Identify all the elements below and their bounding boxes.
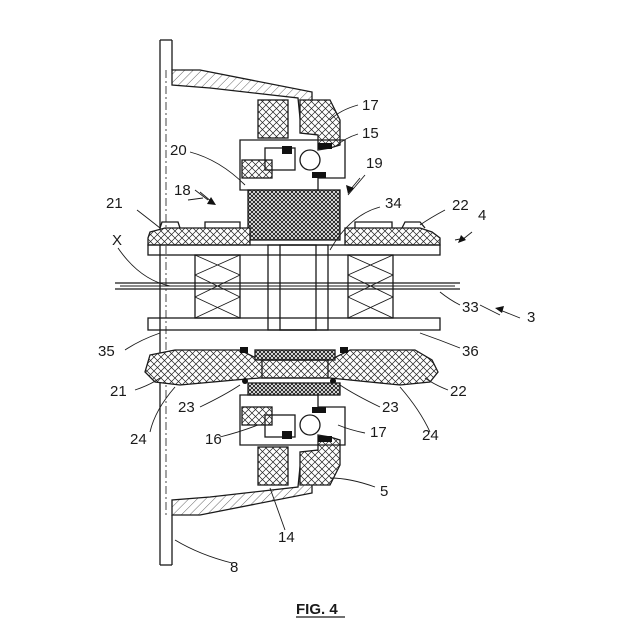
label-23-right: 23 (382, 399, 399, 416)
label-17-bottom: 17 (370, 424, 387, 441)
belt-33 (115, 283, 460, 289)
label-33: 33 (462, 299, 479, 316)
roller-stack-right (348, 255, 393, 318)
retaining-ring-lower (300, 435, 340, 485)
figure-caption: FIG. 4 (296, 601, 338, 618)
label-4: 4 (478, 207, 486, 224)
label-35: 35 (98, 343, 115, 360)
label-8: 8 (230, 559, 238, 576)
roller-stack-left (195, 255, 240, 318)
label-34: 34 (385, 195, 402, 212)
hub-20 (248, 190, 340, 240)
plate-8 (160, 40, 172, 565)
label-16: 16 (205, 431, 222, 448)
label-21-bottom: 21 (110, 383, 127, 400)
label-24-left: 24 (130, 431, 147, 448)
label-22-bottom: 22 (450, 383, 467, 400)
retaining-ring-upper (300, 100, 340, 150)
leader-lines (118, 105, 500, 563)
label-18: 18 (174, 182, 191, 199)
label-22-top: 22 (452, 197, 469, 214)
arrow-4 (458, 232, 472, 243)
label-5: 5 (380, 483, 388, 500)
lower-housing-arm (172, 467, 312, 515)
label-21-top: 21 (106, 195, 123, 212)
label-19: 19 (366, 155, 383, 172)
label-14: 14 (278, 529, 295, 546)
label-20: 20 (170, 142, 187, 159)
label-36: 36 (462, 343, 479, 360)
label-3: 3 (527, 309, 535, 326)
label-23-left: 23 (178, 399, 195, 416)
label-15: 15 (362, 125, 379, 142)
shaft-column (268, 245, 328, 330)
arrow-19 (346, 178, 360, 194)
label-17-top: 17 (362, 97, 379, 114)
label-axis-x: X (112, 232, 122, 249)
label-24-right: 24 (422, 427, 439, 444)
arrow-3 (495, 306, 520, 318)
upper-housing-arm (172, 70, 312, 118)
